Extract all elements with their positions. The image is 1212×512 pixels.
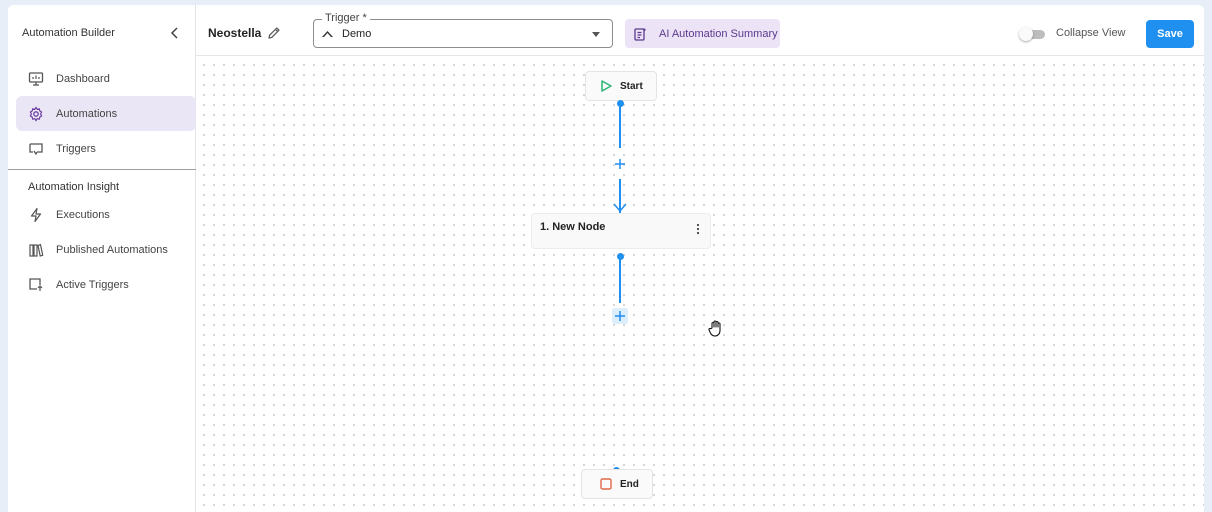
connector-line [619,179,621,213]
sidebar-item-label: Active Triggers [56,278,129,291]
books-icon [28,242,44,258]
sidebar-item-label: Triggers [56,142,96,155]
more-vertical-icon[interactable] [694,222,702,236]
sidebar-item-label: Executions [56,208,110,221]
top-bar: Neostella Trigger * Demo AI Automation S… [196,5,1204,56]
sidebar-item-dashboard[interactable]: Dashboard [16,61,196,96]
sidebar-item-label: Dashboard [56,72,110,85]
connector-line [619,106,621,148]
collapse-view-toggle[interactable] [1019,27,1047,41]
sidebar-item-triggers[interactable]: Triggers [16,131,196,166]
connection-handle[interactable] [617,253,624,260]
stop-icon [600,478,612,490]
ai-summary-label: AI Automation Summary [659,27,778,40]
collapse-view-label: Collapse View [1056,27,1126,39]
sidebar-divider [8,169,196,170]
sidebar-title: Automation Builder [22,27,115,39]
active-trigger-icon [28,277,44,293]
sidebar-section-title: Automation Insight [28,181,120,193]
add-step-plus-icon[interactable] [612,308,628,324]
play-icon [601,80,612,92]
sidebar-item-executions[interactable]: Executions [16,197,196,232]
new-node[interactable]: 1. New Node [531,213,711,249]
sidebar: Automation Builder Dashboard Automations… [8,5,196,512]
monitor-icon [28,71,44,87]
trigger-type-icon [322,31,333,37]
chevron-left-icon[interactable] [168,26,182,40]
add-step-plus-icon[interactable] [612,156,628,172]
arrow-down-icon [613,203,627,213]
hand-cursor-icon [708,320,721,337]
flow-name: Neostella [208,26,262,40]
trigger-icon [28,141,44,157]
end-node[interactable]: End [581,469,653,499]
trigger-value: Demo [342,28,372,40]
sidebar-item-label: Automations [56,107,118,120]
app-frame: Automation Builder Dashboard Automations… [8,5,1204,512]
pencil-icon[interactable] [267,26,281,40]
chevron-down-icon [592,32,600,37]
gear-icon [28,105,44,122]
node-title: 1. New Node [540,221,606,233]
toggle-track [1025,30,1045,39]
connector-line [619,259,621,303]
sidebar-item-published-automations[interactable]: Published Automations [16,232,196,267]
flow-canvas[interactable]: Start 1. New Node E [196,57,1204,512]
trigger-select[interactable]: Trigger * Demo [313,12,613,48]
start-node[interactable]: Start [585,71,657,101]
end-node-label: End [620,478,639,490]
sidebar-item-label: Published Automations [56,243,168,256]
toggle-knob [1019,27,1033,41]
bolt-icon [28,207,44,223]
connection-handle[interactable] [617,100,624,107]
ai-summary-icon [634,27,647,41]
sidebar-item-automations[interactable]: Automations [16,96,196,131]
start-node-label: Start [620,80,643,92]
ai-automation-summary-button[interactable]: AI Automation Summary [625,19,780,48]
trigger-label: Trigger * [322,12,370,25]
save-button[interactable]: Save [1146,20,1194,48]
sidebar-item-active-triggers[interactable]: Active Triggers [16,267,196,302]
